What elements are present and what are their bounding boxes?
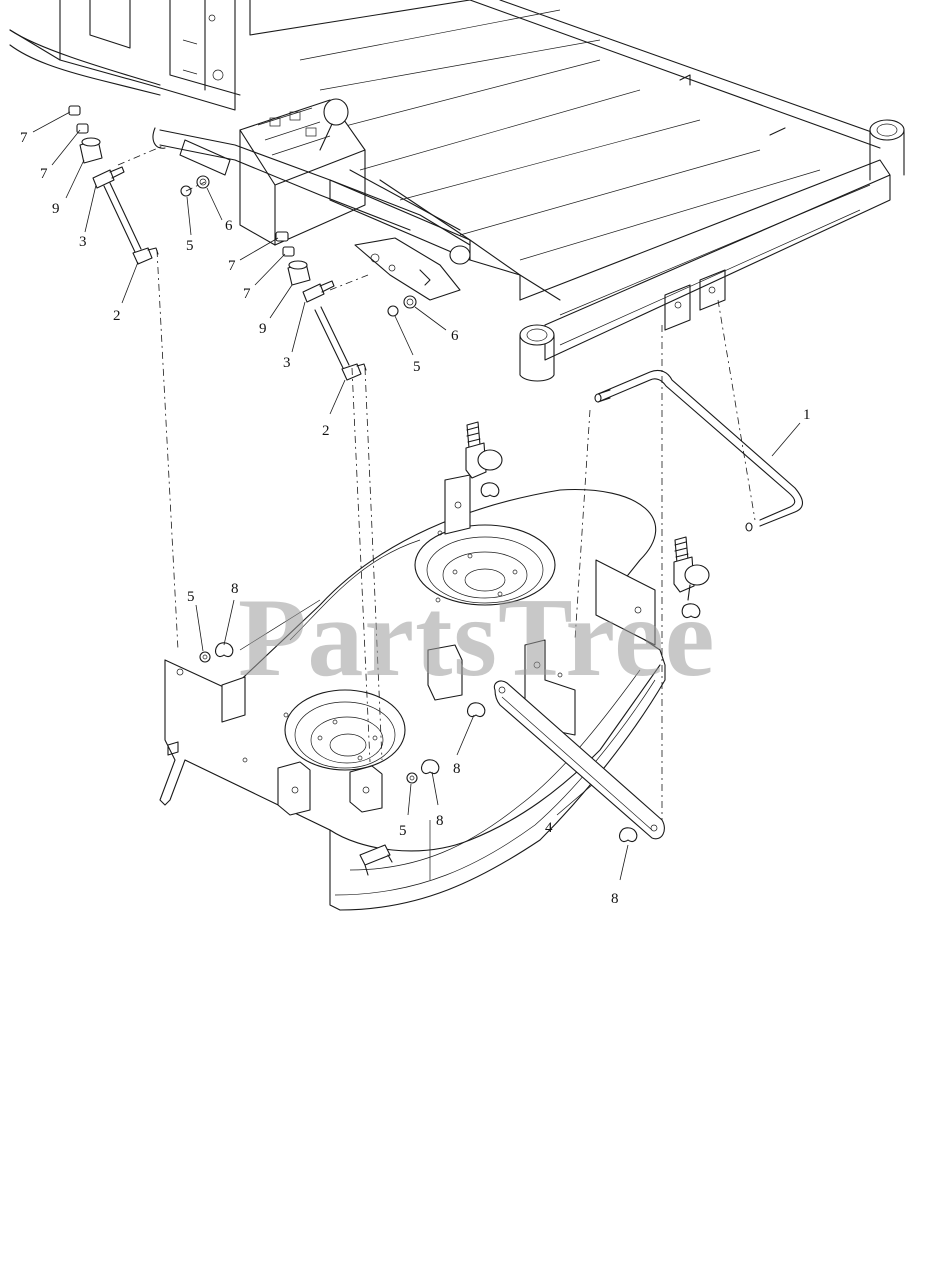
deck-link-bar-4 xyxy=(493,680,665,840)
callout-8: 8 xyxy=(436,813,444,829)
callout-5: 5 xyxy=(413,359,421,375)
callout-6: 6 xyxy=(225,218,233,234)
grease-fitting-front xyxy=(673,536,710,619)
callout-5: 5 xyxy=(187,589,195,605)
linkage-set-right xyxy=(275,231,417,381)
lift-rod-1 xyxy=(594,369,804,532)
assembly-lines xyxy=(117,144,756,820)
callout-4: 4 xyxy=(545,820,553,836)
tractor-frame xyxy=(9,0,905,382)
callout-8: 8 xyxy=(611,891,619,907)
callout-8: 8 xyxy=(453,761,461,777)
callout-5: 5 xyxy=(399,823,407,839)
watermark: PartsTree xyxy=(238,576,716,700)
callout-9: 9 xyxy=(52,201,60,217)
callout-6: 6 xyxy=(451,328,459,344)
callout-2: 2 xyxy=(322,423,330,439)
callout-3: 3 xyxy=(79,234,87,250)
callout-3: 3 xyxy=(283,355,291,371)
callout-7: 7 xyxy=(20,130,28,146)
leader-lines xyxy=(32,111,801,881)
spindle-front xyxy=(284,689,406,771)
spindle-rear xyxy=(414,524,556,606)
deck-hardware xyxy=(199,642,638,843)
callout-1: 1 xyxy=(803,407,811,423)
linkage-set-left xyxy=(68,105,210,265)
grease-fitting-rear xyxy=(465,421,503,498)
callout-7: 7 xyxy=(243,286,251,302)
callout-5: 5 xyxy=(186,238,194,254)
callout-numbers: 7 7 9 3 2 5 6 7 7 9 3 2 5 6 1 5 8 8 5 8 … xyxy=(20,130,811,907)
callout-8: 8 xyxy=(231,581,239,597)
callout-9: 9 xyxy=(259,321,267,337)
callout-2: 2 xyxy=(113,308,121,324)
callout-7: 7 xyxy=(40,166,48,182)
callout-7: 7 xyxy=(228,258,236,274)
